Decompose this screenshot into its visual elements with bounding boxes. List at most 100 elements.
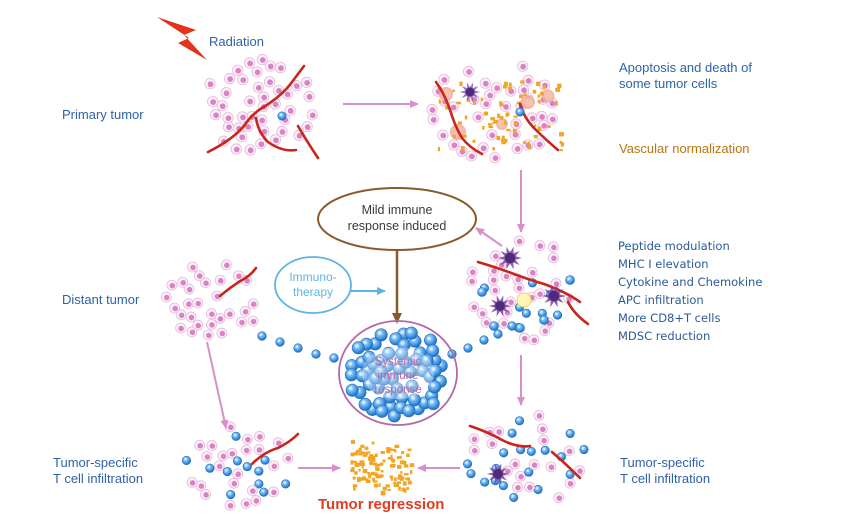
tumor-cell	[515, 470, 526, 482]
tumor-cell	[534, 240, 546, 251]
t-cell	[375, 404, 389, 418]
tumor-cell	[222, 121, 235, 133]
debris-fragment	[358, 452, 363, 456]
right-infiltrated-tumor-cluster	[463, 409, 589, 504]
t-cell	[420, 353, 434, 367]
t-cell	[374, 328, 388, 342]
tumor-cell	[480, 97, 492, 110]
tumor-cell	[217, 450, 229, 462]
t-cell	[181, 455, 192, 465]
immunotherapy-oval	[274, 256, 352, 314]
debris-fragment	[407, 480, 412, 485]
t-cell	[533, 484, 543, 495]
debris-fragment	[380, 462, 384, 466]
tumor-cell	[256, 114, 268, 126]
tumor-cell	[239, 305, 251, 317]
t-cell	[257, 331, 267, 341]
debris-fragment	[404, 473, 409, 476]
debris-fragment	[410, 470, 413, 475]
tumor-cell	[232, 468, 244, 480]
tumor-cell	[182, 298, 194, 310]
debris-fragment	[385, 484, 390, 488]
tumor-cell	[513, 235, 525, 247]
apc-cell	[488, 295, 512, 317]
debris-fragment	[373, 480, 378, 483]
blood-vessel	[476, 260, 582, 304]
arrow-distant-to-left-infiltration	[206, 341, 229, 429]
tumor-cell	[509, 458, 521, 470]
debris-fragment	[452, 134, 456, 139]
debris-fragment	[523, 93, 527, 97]
debris-fragment	[354, 471, 358, 475]
tumor-cell	[250, 495, 262, 506]
tumor-cell	[538, 434, 550, 446]
debris-fragment	[357, 478, 361, 483]
tumor-cell	[465, 150, 477, 162]
tumor-cell	[484, 89, 496, 101]
t-cell	[540, 445, 550, 455]
tumor-cell	[244, 57, 256, 69]
tumor-cell	[466, 266, 478, 278]
debris-fragment	[488, 123, 493, 126]
t-cell	[404, 326, 418, 340]
tumor-cell	[264, 60, 276, 72]
tumor-cell	[247, 315, 259, 327]
effect-item: MHC I elevation	[618, 257, 709, 271]
tumor-cell	[524, 481, 535, 493]
t-cell	[509, 492, 519, 503]
blood-vessel	[218, 266, 258, 298]
tumor-cell	[228, 477, 240, 489]
debris-fragment	[373, 483, 379, 488]
debris-fragment	[438, 99, 442, 104]
tumor-cell	[258, 91, 270, 103]
tumor-cell	[216, 100, 228, 112]
tumor-cell	[202, 329, 214, 341]
tumor-cell	[274, 62, 287, 74]
t-cell	[515, 323, 525, 333]
debris-fragment	[547, 125, 551, 128]
debris-fragment	[380, 470, 384, 473]
debris-fragment	[389, 475, 393, 479]
tumor-cell	[185, 311, 197, 323]
immunotherapy-line2: therapy	[292, 285, 334, 299]
apoptosis-tumor-cluster	[426, 60, 565, 164]
debris-fragment	[559, 132, 564, 137]
apc-cell	[459, 82, 481, 102]
t-cell	[362, 350, 376, 364]
t-cell	[395, 347, 409, 361]
debris-fragment	[394, 444, 400, 448]
tumor-cell	[518, 332, 530, 344]
debris-fragment	[400, 476, 404, 481]
debris-fragment	[523, 141, 527, 144]
tumor-cell	[477, 142, 489, 154]
tumor-cell	[269, 134, 282, 146]
debris-fragment	[395, 483, 399, 486]
distant-tumor-label: Distant tumor	[62, 292, 140, 307]
debris-fragment	[499, 101, 502, 104]
debris-fragment	[508, 86, 513, 91]
debris-fragment	[540, 92, 544, 96]
debris-fragment	[501, 140, 506, 145]
debris-fragment	[482, 126, 485, 130]
effect-item: MDSC reduction	[618, 329, 711, 343]
tumor-cell	[468, 444, 480, 456]
tumor-cell	[241, 275, 252, 286]
tumor-cell	[204, 78, 216, 90]
effect-item: APC infiltration	[618, 293, 704, 307]
tumor-cell	[526, 266, 538, 278]
debris-fragment	[350, 440, 355, 444]
t-cell	[281, 479, 291, 489]
tumor-cell	[489, 152, 501, 164]
tumor-cell	[547, 241, 559, 253]
debris-fragment	[370, 455, 376, 459]
debris-fragment	[452, 89, 455, 92]
t-cell	[579, 444, 589, 455]
t-cell-trail	[257, 321, 517, 363]
t-cell	[565, 429, 575, 439]
tumor-cell	[487, 274, 499, 286]
tumor-cell	[517, 60, 529, 72]
t-cell	[311, 349, 321, 359]
systemic-immune-response-oval	[338, 320, 458, 426]
debris-fragment	[361, 476, 366, 481]
tumor-cell	[486, 129, 498, 141]
